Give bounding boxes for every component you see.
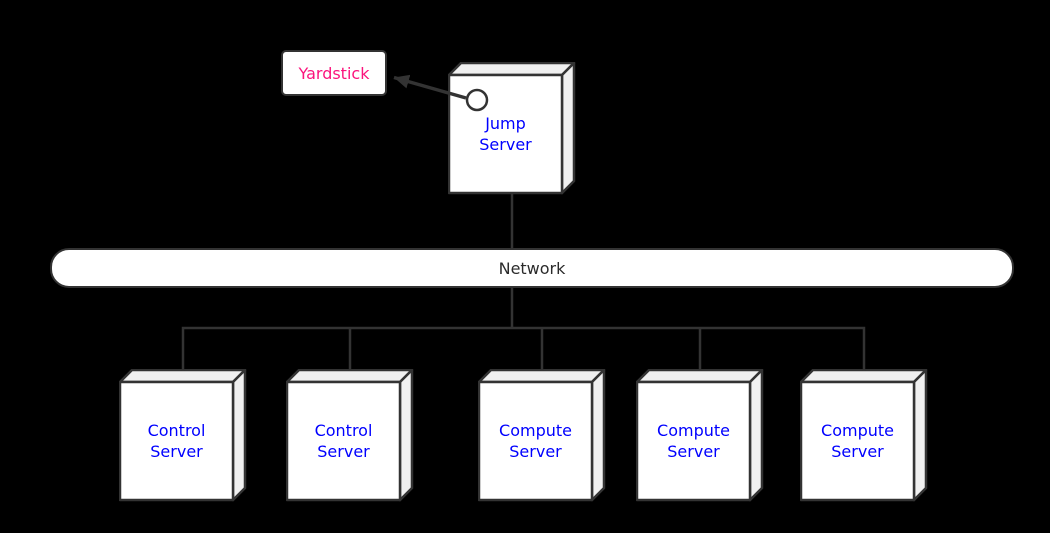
cube-top-face <box>448 62 576 77</box>
node-control-server-2: Control Server <box>286 369 414 502</box>
cube-front-face <box>636 380 752 502</box>
node-compute-server-2: Compute Server <box>636 369 764 502</box>
cube-front-face <box>119 380 235 502</box>
control-server-2-label-line1: Control <box>314 421 373 440</box>
control-server-1-label: Control Server <box>120 382 233 500</box>
compute-server-1-label-line1: Compute <box>499 421 572 440</box>
yardstick-node: Yardstick <box>281 50 387 96</box>
cube-right-face <box>590 369 606 502</box>
network-node: Network <box>50 248 1014 288</box>
server-cube-shape <box>800 369 928 502</box>
compute-server-3-label-line2: Server <box>831 442 884 461</box>
compute-server-1-label-line2: Server <box>509 442 562 461</box>
cube-front-face <box>478 380 594 502</box>
cube-right-face <box>748 369 764 502</box>
jump-server-label: Jump Server <box>449 75 562 193</box>
cube-top-face <box>478 369 606 384</box>
jump-server-label-line1: Jump <box>485 114 526 133</box>
cube-top-face <box>636 369 764 384</box>
edge-bus-servers <box>181 326 866 371</box>
node-compute-server-3: Compute Server <box>800 369 928 502</box>
cube-right-face <box>398 369 414 502</box>
cube-right-face <box>912 369 928 502</box>
node-compute-server-1: Compute Server <box>478 369 606 502</box>
compute-server-1-label: Compute Server <box>479 382 592 500</box>
cube-top-face <box>286 369 414 384</box>
control-server-2-label: Control Server <box>287 382 400 500</box>
node-control-server-1: Control Server <box>119 369 247 502</box>
cube-front-face <box>286 380 402 502</box>
yardstick-label: Yardstick <box>298 63 370 83</box>
cube-front-face <box>800 380 916 502</box>
cube-right-face <box>560 62 576 195</box>
control-server-2-label-line2: Server <box>317 442 370 461</box>
network-label: Network <box>498 258 566 278</box>
compute-server-2-label-line1: Compute <box>657 421 730 440</box>
compute-server-2-label: Compute Server <box>637 382 750 500</box>
cube-right-face <box>231 369 247 502</box>
control-server-1-label-line1: Control <box>147 421 206 440</box>
compute-server-3-label: Compute Server <box>801 382 914 500</box>
compute-server-3-label-line1: Compute <box>821 421 894 440</box>
cube-top-face <box>119 369 247 384</box>
jump-server-label-line2: Server <box>479 135 532 154</box>
server-cube-shape <box>636 369 764 502</box>
node-jump-server: Jump Server <box>448 62 576 195</box>
cube-top-face <box>800 369 928 384</box>
compute-server-2-label-line2: Server <box>667 442 720 461</box>
control-server-1-label-line2: Server <box>150 442 203 461</box>
